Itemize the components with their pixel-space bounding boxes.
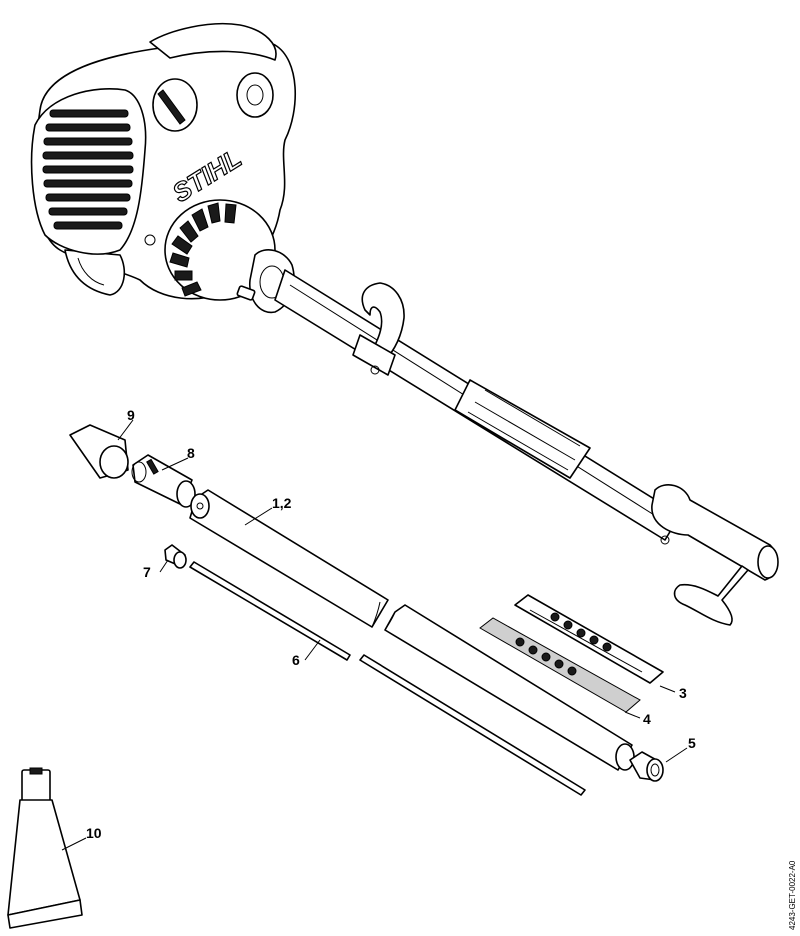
part-5-plug bbox=[629, 751, 664, 782]
part-4-warning-decal bbox=[479, 617, 641, 713]
fan-housing-ribs bbox=[169, 202, 237, 297]
callout-1-2: 1,2 bbox=[272, 495, 292, 511]
callout-6: 6 bbox=[292, 652, 300, 668]
part-1-2-shaft-tube bbox=[189, 489, 389, 628]
callout-4: 4 bbox=[643, 711, 651, 727]
part-9-end-cap bbox=[69, 424, 129, 479]
part-4-shaft-tube-lower bbox=[384, 604, 635, 771]
part-10-grease-tube bbox=[7, 767, 83, 929]
part-8-bushing bbox=[131, 454, 196, 508]
part-6-drive-rod bbox=[189, 561, 586, 796]
callout-3: 3 bbox=[679, 685, 687, 701]
callout-5: 5 bbox=[688, 735, 696, 751]
air-filter-vents bbox=[42, 109, 134, 230]
document-id: 4243-GET-0022-A0 bbox=[788, 860, 797, 930]
part-3-warning-decal bbox=[514, 594, 664, 684]
callout-7: 7 bbox=[143, 564, 151, 580]
callout-leaders bbox=[61, 419, 688, 851]
callout-9: 9 bbox=[127, 407, 135, 423]
engine-housing: STIHL bbox=[30, 22, 297, 314]
drive-shaft-assembly bbox=[274, 269, 779, 626]
callout-8: 8 bbox=[187, 445, 195, 461]
callout-10: 10 bbox=[86, 825, 102, 841]
part-7-sleeve bbox=[164, 544, 187, 569]
